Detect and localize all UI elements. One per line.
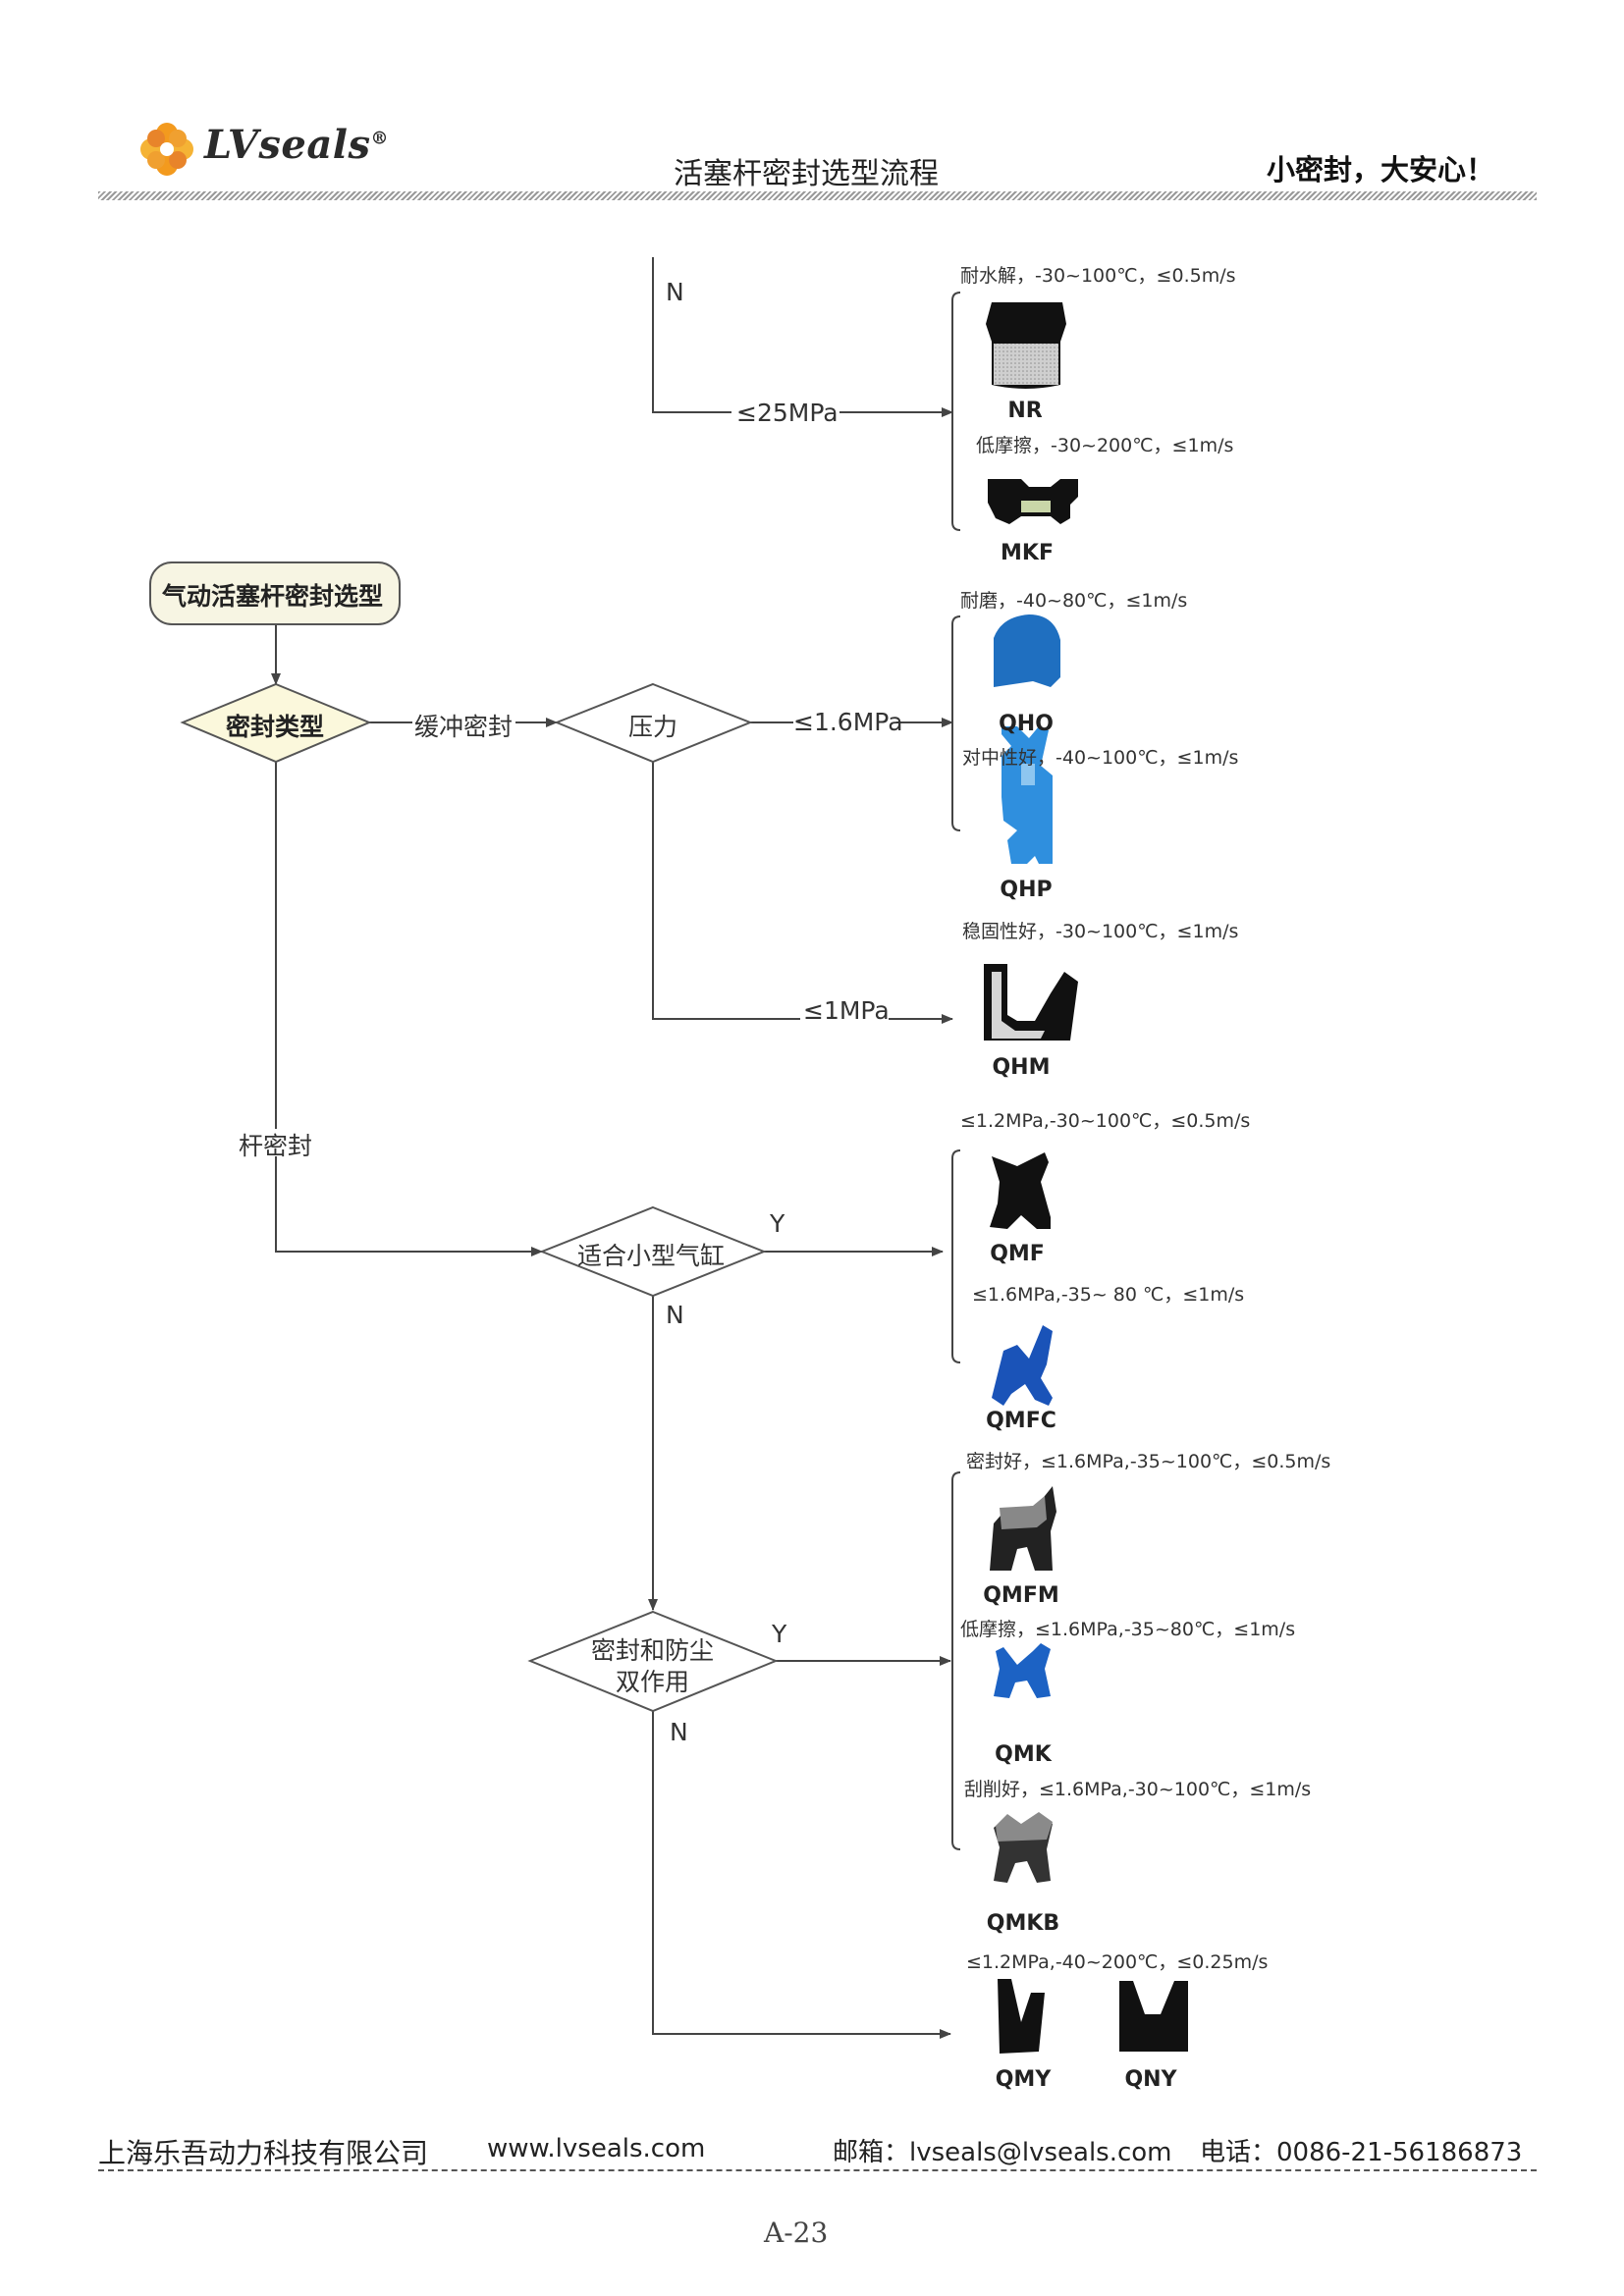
bracket-dual: [951, 1471, 961, 1850]
branch-n-top: N: [666, 278, 684, 306]
qmfm-spec: 密封好，≤1.6MPa,-35~100℃，≤0.5m/s: [966, 1451, 1331, 1472]
connector-top-n: [652, 257, 731, 413]
seal-type-diamond: [180, 682, 372, 764]
qmfc-seal-icon: [992, 1325, 1053, 1406]
pressure-label: 压力: [628, 713, 678, 741]
dual-action-label-2: 双作用: [616, 1668, 690, 1696]
flowchart: [149, 257, 1188, 2054]
qny-seal-icon: [1119, 1981, 1188, 2052]
slogan: 小密封，大安心！: [1267, 153, 1495, 187]
connector-rod-to-small: [275, 1156, 543, 1256]
pressure-1mpa-label: ≤1MPa: [803, 996, 890, 1025]
qny-model: QNY: [1124, 2067, 1177, 2092]
brand-registered-mark: ®: [370, 128, 390, 149]
qhm-seal-icon: [984, 964, 1078, 1041]
footer-underline: [98, 2169, 1537, 2171]
brand-text: LVseals: [204, 122, 371, 168]
qmk-spec: 低摩擦，≤1.6MPa,-35~80℃，≤1m/s: [960, 1619, 1296, 1640]
qmf-model: QMF: [990, 1242, 1045, 1266]
footer-website: www.lvseals.com: [487, 2134, 706, 2163]
branch-y-dual: Y: [772, 1620, 787, 1648]
branch-n-small: N: [666, 1301, 684, 1329]
qmf-spec: ≤1.2MPa,-30~100℃，≤0.5m/s: [960, 1110, 1251, 1132]
qho-seal-icon: [994, 614, 1060, 687]
mkf-model: MKF: [1001, 541, 1054, 565]
small-cylinder-label: 适合小型气缸: [577, 1242, 726, 1270]
qhm-spec: 稳固性好，-30~100℃，≤1m/s: [962, 921, 1239, 942]
connector-dual-n: [652, 1711, 951, 2039]
qmkb-model: QMKB: [986, 1911, 1060, 1936]
qmy-model: QMY: [995, 2067, 1052, 2092]
bracket-16mpa: [951, 615, 961, 831]
pressure-25mpa-label: ≤25MPa: [736, 399, 839, 427]
qmfc-spec: ≤1.6MPa,-35~ 80 ℃，≤1m/s: [972, 1284, 1245, 1306]
branch-y-small: Y: [770, 1209, 785, 1238]
qhp-model: QHP: [1000, 878, 1053, 902]
qho-spec: 耐磨，-40~80℃，≤1m/s: [960, 590, 1188, 612]
qmk-seal-icon: [994, 1643, 1051, 1698]
rod-seal-label: 杆密封: [239, 1132, 313, 1160]
qho-model: QHO: [999, 712, 1054, 736]
qmfm-seal-icon: [990, 1486, 1056, 1571]
nr-spec: 耐水解，-30~100℃，≤0.5m/s: [960, 265, 1236, 287]
logo-flower-icon: [140, 123, 193, 176]
header-divider: [98, 191, 1537, 200]
brand-name: LVseals®: [204, 122, 389, 168]
qhp-spec: 对中性好，-40~100℃，≤1m/s: [962, 747, 1239, 769]
qmy-seal-icon: [998, 1979, 1045, 2054]
dual-action-diamond: [527, 1610, 779, 1713]
qmkb-spec: 刮削好，≤1.6MPa,-30~100℃，≤1m/s: [964, 1779, 1312, 1800]
mkf-seal-icon: [988, 479, 1078, 524]
small-cylinder-diamond: [539, 1205, 767, 1298]
mkf-spec: 低摩擦，-30~200℃，≤1m/s: [976, 435, 1234, 456]
qmkb-seal-icon: [994, 1812, 1053, 1883]
start-node-label: 气动活塞杆密封选型: [162, 582, 384, 611]
pressure-16mpa-label: ≤1.6MPa: [793, 708, 903, 736]
dual-action-label-1: 密封和防尘: [591, 1636, 715, 1665]
branch-n-dual: N: [670, 1718, 688, 1746]
document-title: 活塞杆密封选型流程: [674, 157, 939, 191]
qmk-model: QMK: [995, 1742, 1052, 1767]
qmfc-model: QMFC: [986, 1409, 1056, 1433]
qhm-model: QHM: [992, 1055, 1051, 1080]
nr-seal-icon: [986, 302, 1066, 389]
start-node: [149, 561, 401, 625]
qhp-seal-icon: [1001, 726, 1053, 864]
footer-phone: 电话：0086-21-56186873: [1200, 2138, 1523, 2167]
footer-company: 上海乐吾动力科技有限公司: [98, 2137, 429, 2169]
qmf-seal-icon: [990, 1152, 1051, 1229]
qmy-spec: ≤1.2MPa,-40~200℃，≤0.25m/s: [966, 1951, 1269, 1973]
logo: [137, 120, 196, 179]
qmfm-model: QMFM: [983, 1583, 1059, 1608]
bracket-small-cylinder: [951, 1149, 961, 1363]
seal-type-label: 密封类型: [226, 713, 325, 741]
pressure-diamond: [554, 682, 753, 764]
connector-pressure-to-1mpa: [652, 762, 800, 1020]
nr-model: NR: [1007, 399, 1043, 423]
page-number: A-23: [764, 2216, 829, 2249]
cushion-seal-label: 缓冲密封: [414, 713, 514, 741]
footer-email: 邮箱：lvseals@lvseals.com: [833, 2138, 1172, 2167]
bracket-25mpa: [951, 292, 961, 531]
